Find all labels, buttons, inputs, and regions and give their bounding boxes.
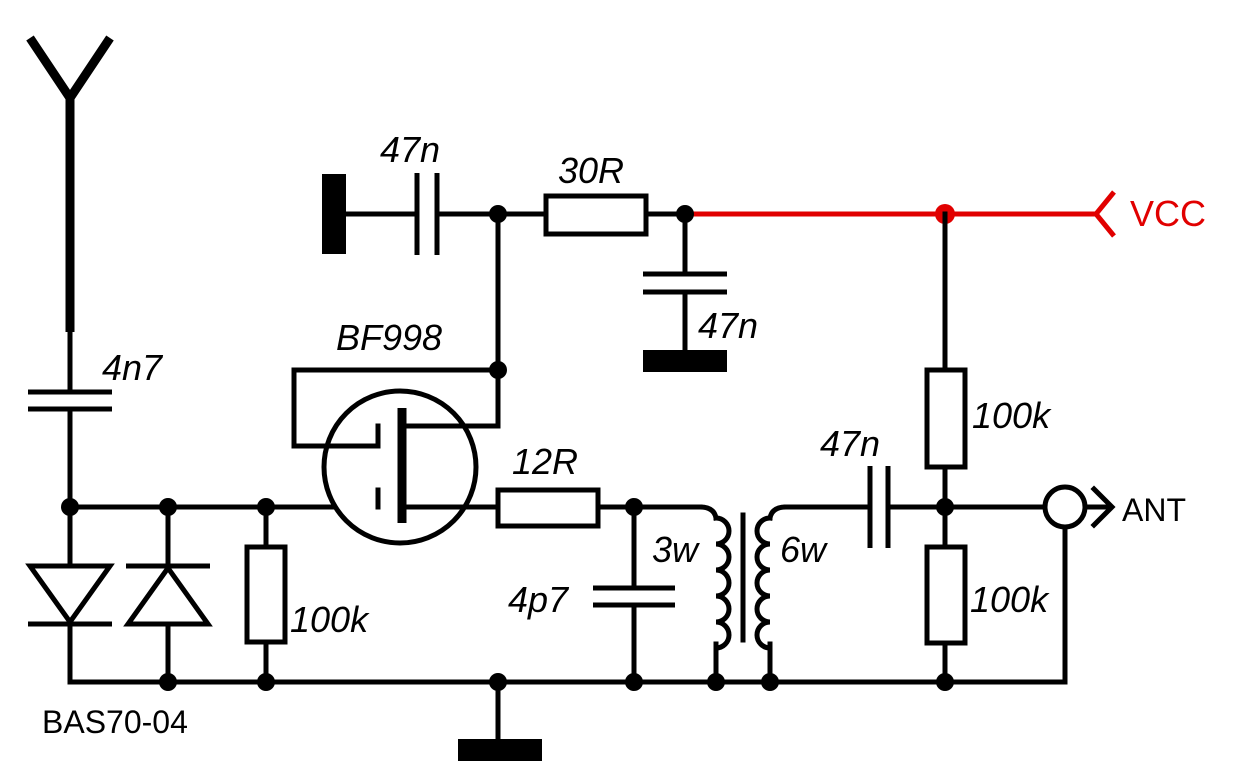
ant-connector [1042,484,1116,685]
resistor-gate-label: 100k [290,599,370,640]
capacitor-output-label: 47n [820,423,880,464]
capacitor-vcc-decoupling [643,211,727,353]
resistor-bias-top-label: 100k [972,395,1052,436]
diode-left [25,504,115,685]
resistor-12r [495,487,601,529]
capacitor-antenna [28,329,112,510]
resistor-bias-top [924,367,968,470]
resistor-gate [244,504,288,685]
transistor-bf998 [291,367,501,546]
transistor-label: BF998 [336,317,442,358]
secondary-turns-label: 6w [780,529,828,570]
resistor-12r-label: 12R [512,441,578,482]
primary-turns-label: 3w [652,529,700,570]
capacitor-top-label: 47n [380,129,440,170]
antenna-symbol [26,35,114,332]
capacitor-tune-label: 4p7 [508,579,570,620]
transformer [713,504,789,685]
capacitor-antenna-label: 4n7 [102,347,164,388]
ground-top-left [322,174,346,254]
resistor-bias-bottom-label: 100k [970,579,1050,620]
resistor-30r [543,193,649,237]
capacitor-output [867,466,891,548]
junction-dots [61,205,954,691]
ground-vcc-decoupling [643,350,727,372]
capacitor-vcc-decoupling-label: 47n [698,305,758,346]
resistor-30r-label: 30R [558,150,624,191]
diode-right [123,504,213,685]
diode-label: BAS70-04 [42,704,188,740]
ant-label: ANT [1122,492,1186,528]
vcc-arrow [1092,190,1116,238]
resistor-bias-bottom [924,544,968,646]
vcc-label: VCC [1130,193,1206,234]
ground-bottom [458,739,542,761]
capacitor-tune [593,504,675,685]
capacitor-top [414,173,440,255]
